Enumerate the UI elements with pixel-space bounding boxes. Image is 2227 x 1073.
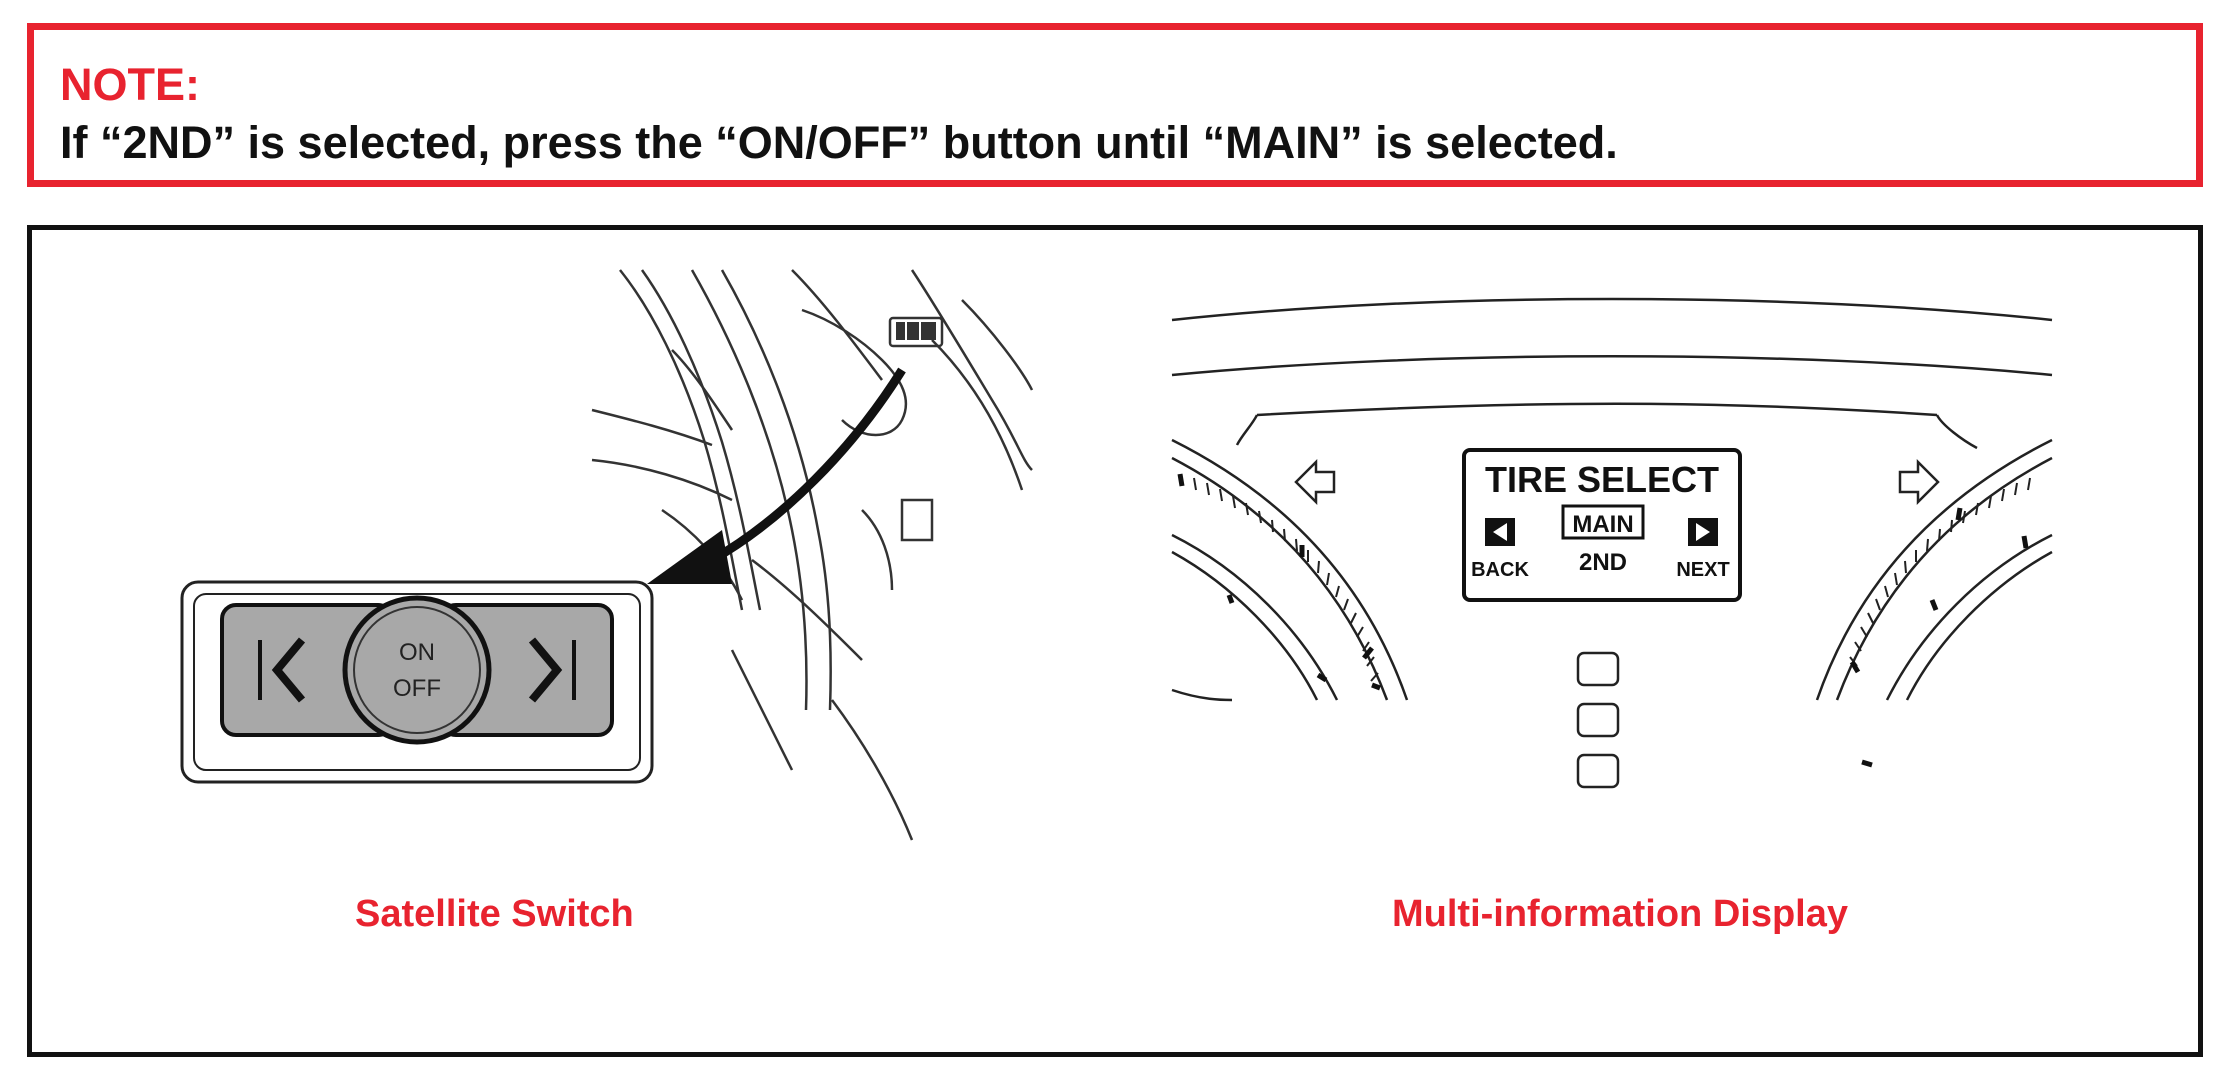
right-gauge-ticks — [1849, 477, 2031, 667]
tire-select-display: TIRE SELECT MAIN 2ND BACK NEXT — [1462, 448, 1742, 602]
left-arrow-icon — [1294, 458, 1336, 506]
next-button[interactable] — [440, 603, 614, 737]
indicator-light — [1576, 702, 1620, 738]
right-gauge — [1815, 438, 2053, 701]
indicator-light — [1576, 753, 1620, 789]
pointer-arrow — [647, 367, 906, 584]
left-gauge-ticks — [1193, 477, 1379, 682]
on-off-button[interactable]: ON OFF — [342, 595, 492, 745]
multi-info-display-caption: Multi-information Display — [1392, 893, 1848, 935]
note-label: NOTE: — [60, 59, 200, 110]
back-label: BACK — [1471, 559, 1529, 581]
diagram-frame: ON OFF — [27, 225, 2203, 1057]
indicator-light — [1576, 651, 1620, 687]
right-arrow-icon — [1898, 458, 1940, 506]
display-title: TIRE SELECT — [1485, 459, 1719, 500]
left-gauge-major-ticks — [1177, 473, 1381, 691]
next-triangle-icon — [1688, 518, 1718, 546]
second-option: 2ND — [1579, 549, 1627, 576]
note-box: NOTE: If “2ND” is selected, press the “O… — [27, 23, 2203, 187]
main-selected-box — [1561, 504, 1645, 540]
note-text: If “2ND” is selected, press the “ON/OFF”… — [60, 117, 1618, 168]
indicator-lights — [1576, 651, 1620, 789]
instrument-cluster-outline — [1171, 297, 2053, 450]
back-triangle-icon — [1485, 518, 1515, 546]
off-label: OFF — [393, 675, 441, 702]
next-label: NEXT — [1676, 559, 1729, 581]
switch-location-marker — [896, 322, 936, 340]
on-label: ON — [399, 639, 435, 666]
diagram-illustration: ON OFF — [180, 269, 2053, 841]
main-option: MAIN — [1572, 511, 1633, 538]
steering-column-drawing — [591, 269, 1034, 841]
right-gauge-major-ticks — [1849, 507, 2029, 768]
satellite-switch-caption: Satellite Switch — [355, 893, 634, 935]
